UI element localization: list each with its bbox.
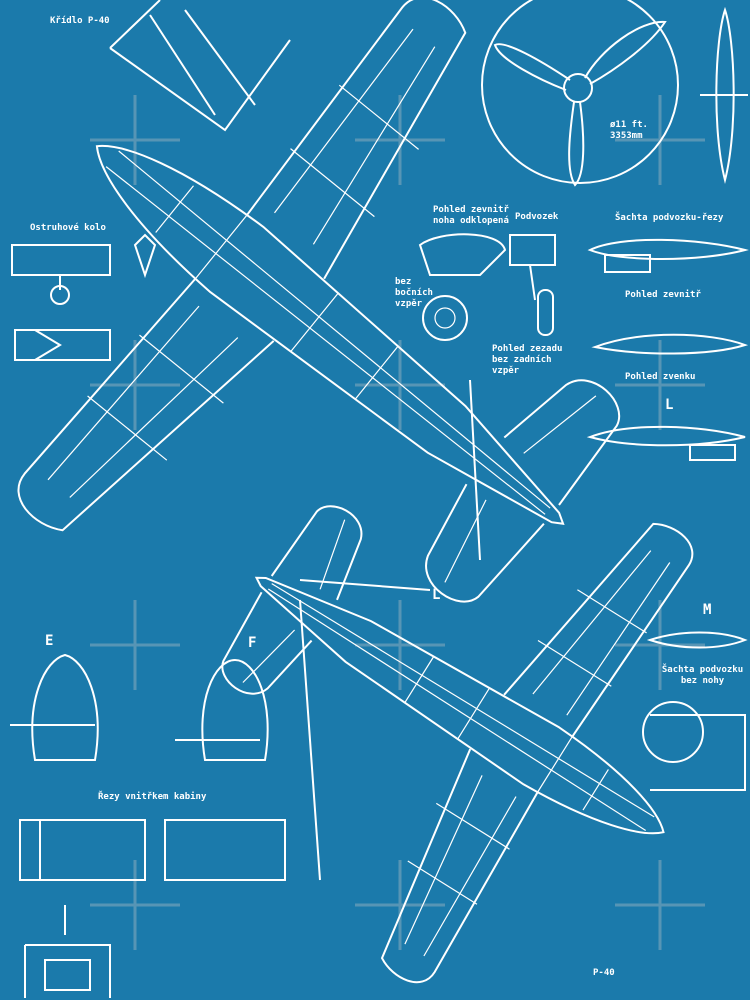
prop-diameter-label: ø11 ft. 3353mm: [610, 120, 648, 141]
well-no-leg-label: Šachta podvozku bez nohy: [661, 665, 744, 686]
well-sections-label: Šachta podvozku-řezy: [615, 213, 724, 223]
inside-view-leg-label: Pohled zevnitř noha odklopená: [433, 205, 509, 226]
section-l-label: L: [665, 397, 674, 413]
model-label-bottom: P-40: [593, 968, 615, 978]
section-f-label: F: [248, 635, 257, 651]
cockpit-sections-label: Řezy vnitřkem kabiny: [98, 792, 207, 802]
watermark-crosses: [90, 95, 705, 950]
section-l-label-2: L: [432, 587, 441, 603]
plane-bottom-view: [221, 505, 694, 984]
fuselage-outline: [254, 576, 665, 835]
section-m-label: M: [703, 602, 712, 618]
wing-plan-drawing: [109, 0, 291, 132]
propeller-drawing: [481, 0, 748, 187]
wing-ribs: [47, 28, 436, 498]
inside-view-label: Pohled zevnitř: [625, 290, 701, 300]
detail-drawings: [10, 233, 749, 998]
wing-ribs: [404, 550, 671, 957]
fuselage-outline: [95, 144, 565, 526]
section-e-label: E: [45, 633, 54, 649]
wing-outline: [380, 522, 694, 984]
tailplane-outline: [221, 505, 363, 695]
tailplane-ribs: [242, 519, 346, 683]
outside-view-label: Pohled zvenku: [625, 372, 696, 382]
no-side-struts-label: bez bočních vzpěr: [395, 277, 433, 309]
wing-outline: [17, 0, 467, 532]
tailplane-ribs: [444, 395, 597, 583]
tailplane-outline: [425, 379, 620, 603]
fuselage-frames: [105, 150, 551, 515]
wing-title-label: Křídlo P-40: [50, 16, 110, 26]
tail-wheel-label: Ostruhové kolo: [30, 223, 106, 233]
rear-view-label: Pohled zezadu bez zadních vzpěr: [492, 344, 563, 376]
fuselage-frames: [267, 583, 655, 832]
plane-top-view: [17, 0, 620, 603]
undercarriage-label: Podvozek: [515, 212, 559, 222]
